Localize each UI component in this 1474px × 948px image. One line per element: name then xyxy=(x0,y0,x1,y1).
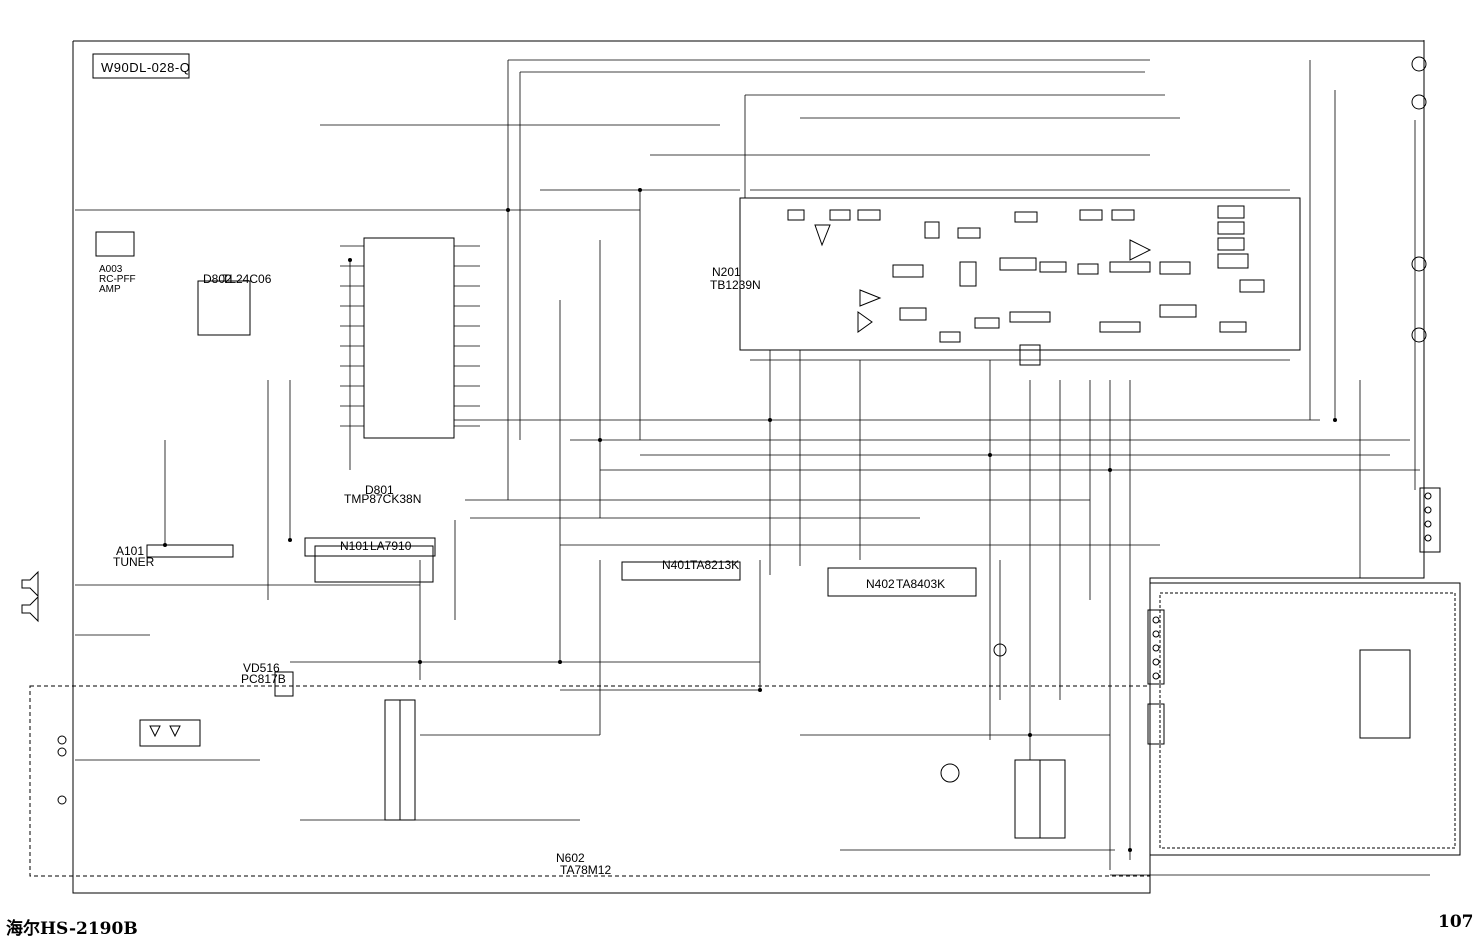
speaker-jacks xyxy=(21,570,39,623)
ic-d801-ref: D801 xyxy=(365,483,394,497)
ic-n101-part: LA7910 xyxy=(370,539,412,553)
ic-n201-pins xyxy=(750,189,1290,361)
ic-n401-body xyxy=(621,561,741,581)
ic-d802-part: TL24C06 xyxy=(222,272,272,286)
signal-traces xyxy=(75,40,1430,876)
ic-n401-part: TA8213K xyxy=(690,558,740,572)
module-a003-line-1: RC-PFF xyxy=(99,274,136,285)
crt-socket xyxy=(1359,649,1411,739)
right-board-inner xyxy=(1159,592,1456,849)
bridge-rectifier xyxy=(139,719,201,747)
module-a003-body xyxy=(95,231,135,257)
ic-n201-body xyxy=(739,197,1301,351)
power-opto-body xyxy=(274,671,294,697)
ic-n101-inner xyxy=(314,545,434,583)
power-outline xyxy=(29,685,1151,877)
right-board-outline xyxy=(1149,582,1461,856)
module-a101-ref: A101 xyxy=(116,544,145,558)
drawing-code: W90DL-028-Q xyxy=(101,60,191,75)
drawing-code-box xyxy=(92,53,190,79)
output-jacks xyxy=(1411,56,1427,343)
ic-d801-part: TMP87CK38N xyxy=(344,492,422,506)
page-number: 107 xyxy=(1438,912,1474,932)
hot-transistor xyxy=(940,763,960,783)
ic-d801-body xyxy=(363,237,455,439)
frame-border xyxy=(72,40,1425,894)
ic-n602-part: TA78M12 xyxy=(560,863,612,877)
ic-d802-body xyxy=(197,280,251,336)
ic-n101-ref: N101 xyxy=(340,539,369,553)
ic-n402-part: TA8403K xyxy=(896,577,946,591)
module-a101-name: TUNER xyxy=(113,555,155,569)
ic-n602-ref: N602 xyxy=(556,851,585,865)
ic-n402-ref: N402 xyxy=(866,577,895,591)
opto-vd516-ref: VD516 xyxy=(243,661,280,675)
ic-n401-ref: N401 xyxy=(662,558,691,572)
center-connector-block xyxy=(1147,609,1165,745)
ic-n201-internal-blocks xyxy=(787,205,1265,366)
power-transformer xyxy=(384,699,416,821)
junction-dots xyxy=(163,188,1337,852)
right-connector-block xyxy=(1419,487,1441,553)
ic-n201-ref: N201 xyxy=(712,265,741,279)
module-a101-body xyxy=(146,544,234,558)
footer-title: 海尔HS-2190B xyxy=(6,919,138,939)
mains-input xyxy=(57,735,67,805)
opto-vd516-part: PC817B xyxy=(241,672,286,686)
ic-n402-body xyxy=(827,567,977,597)
ic-d801-pins xyxy=(340,245,480,427)
output-transistor xyxy=(993,643,1007,657)
module-a003-ref: A003 xyxy=(99,264,123,275)
ic-n101-body xyxy=(304,537,436,557)
module-a003-line-2: AMP xyxy=(99,284,121,295)
ic-n201-part: TB1239N xyxy=(710,278,761,292)
flyback-transformer xyxy=(1014,759,1066,839)
ic-d802-ref: D802 xyxy=(203,272,232,286)
